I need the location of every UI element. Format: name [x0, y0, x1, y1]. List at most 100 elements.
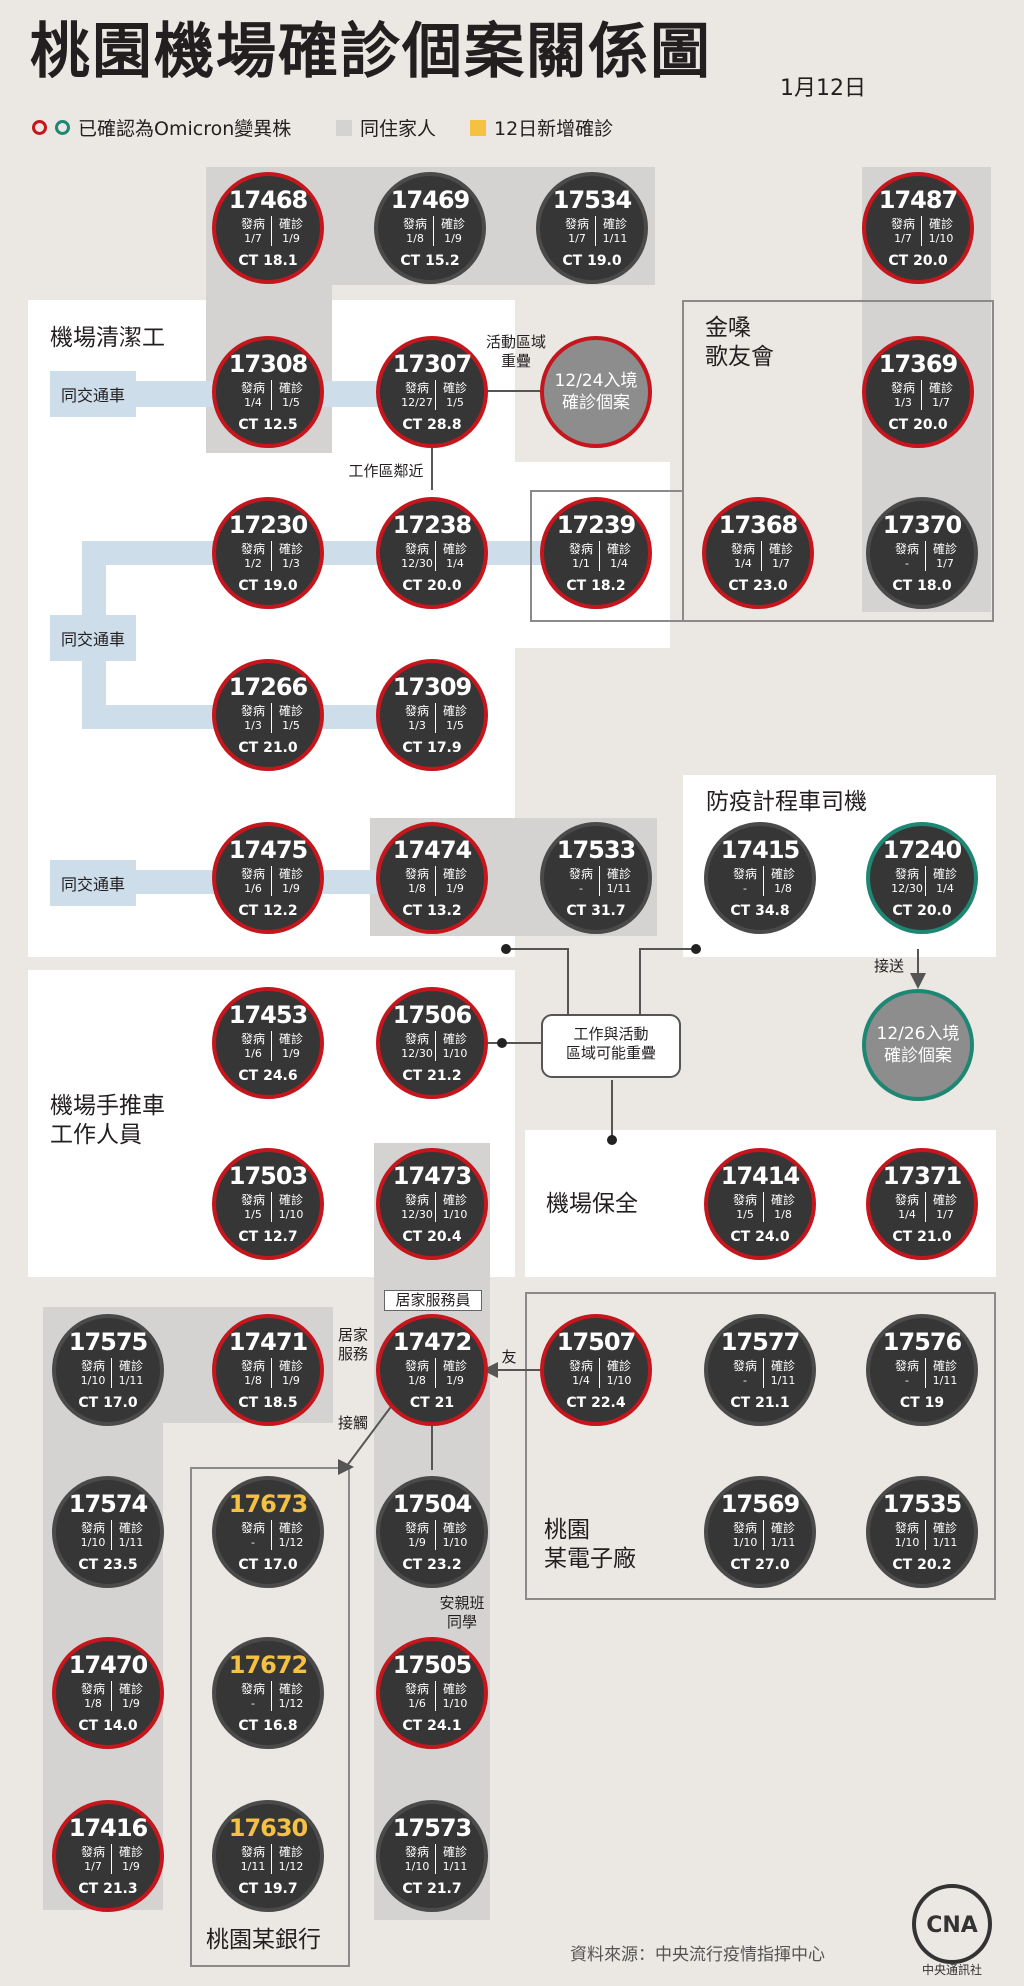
confirm-label: 確診 [442, 867, 467, 881]
ct-value: CT 12.5 [238, 417, 298, 433]
annotation-home-service: 居家 服務 [337, 1326, 368, 1363]
confirm-date: 1/9 [282, 232, 300, 245]
legend-omicron: 已確認為Omicron變異株 [32, 114, 291, 141]
onset-label: 發病 [404, 1521, 429, 1535]
onset-date: 12/27 [401, 396, 433, 409]
case-id: 17574 [68, 1490, 149, 1518]
divider [271, 1358, 272, 1388]
confirm-label: 確診 [118, 1359, 143, 1373]
onset-date: 12/30 [401, 1208, 433, 1221]
case-id: 17672 [228, 1651, 309, 1679]
confirm-date: 1/11 [932, 1374, 958, 1387]
confirm-date: 1/9 [446, 1374, 464, 1387]
case-id: 17535 [882, 1490, 963, 1518]
ct-value: CT 21.3 [78, 1881, 138, 1897]
confirm-date: 1/4 [936, 882, 954, 895]
divider [435, 1520, 436, 1550]
divider [435, 1031, 436, 1061]
ct-value: CT 12.2 [238, 903, 298, 919]
onset-date: 1/3 [244, 719, 262, 732]
confirm-label: 確診 [440, 217, 465, 231]
ct-value: CT 12.7 [238, 1229, 298, 1245]
confirm-date: 1/4 [610, 557, 628, 570]
divider [271, 703, 272, 733]
ct-value: CT 21.1 [730, 1395, 790, 1411]
confirm-label: 確診 [932, 1359, 957, 1373]
case-id: 17576 [882, 1328, 963, 1356]
onset-label: 發病 [404, 542, 429, 556]
ct-value: CT 24.0 [730, 1229, 790, 1245]
onset-label: 發病 [240, 704, 265, 718]
singing-frame-ext [530, 490, 682, 622]
ct-value: CT 21.0 [238, 740, 298, 756]
case-id: 17470 [68, 1651, 149, 1679]
onset-date: 1/4 [734, 557, 752, 570]
annotation-possible-overlap: 工作與活動 區域可能重疊 [565, 1025, 656, 1062]
ct-value: CT 27.0 [730, 1557, 790, 1573]
confirm-label: 確診 [770, 1521, 795, 1535]
confirm-date: 1/11 [932, 1536, 958, 1549]
divider [435, 1358, 436, 1388]
legend-new-case: 12日新增確診 [470, 114, 613, 141]
case-id: 17569 [720, 1490, 801, 1518]
annotation-pickup: 接送 [873, 957, 904, 975]
divider [435, 1681, 436, 1711]
divider [761, 541, 762, 571]
case-id: 17503 [228, 1162, 309, 1190]
case-id: 17371 [882, 1162, 963, 1190]
onset-label: 發病 [240, 1845, 265, 1859]
onset-label: 發病 [404, 381, 429, 395]
confirm-label: 確診 [278, 542, 303, 556]
logo-text: 中央通訊社 [922, 1962, 982, 1976]
divider [925, 1520, 926, 1550]
confirm-label: 確診 [278, 1521, 303, 1535]
ct-value: CT 19.0 [238, 578, 298, 594]
case-id: 17238 [392, 511, 473, 539]
ct-value: CT 17.9 [402, 740, 462, 756]
group-label-taxi: 防疫計程車司機 [706, 789, 867, 815]
page-date: 1月12日 [780, 76, 866, 101]
annotation-friend: 友 [501, 1348, 517, 1366]
confirm-date: 1/10 [442, 1208, 468, 1221]
legend-household: 同住家人 [336, 114, 436, 141]
onset-label: 發病 [568, 542, 593, 556]
confirm-label: 確診 [278, 867, 303, 881]
confirm-date: 1/10 [606, 1374, 632, 1387]
divider [925, 1358, 926, 1388]
ct-value: CT 23.0 [728, 578, 788, 594]
divider [595, 216, 596, 246]
onset-date: 1/2 [244, 557, 262, 570]
confirm-label: 確診 [442, 1193, 467, 1207]
ct-value: CT 17.0 [78, 1395, 138, 1411]
onset-date: 1/5 [736, 1208, 754, 1221]
onset-date: - [905, 557, 909, 570]
group-label-singing: 金嗓 歌友會 [705, 315, 774, 370]
onset-date: 1/10 [404, 1860, 430, 1873]
confirm-date: 1/7 [772, 557, 790, 570]
confirm-label: 確診 [928, 217, 953, 231]
onset-label: 發病 [404, 1032, 429, 1046]
divider [271, 541, 272, 571]
confirm-label: 確診 [768, 542, 793, 556]
singing-frame [682, 300, 994, 622]
divider [111, 1520, 112, 1550]
confirm-label: 確診 [770, 867, 795, 881]
imported-case-1226: 12/26入境 確診個案 [862, 989, 974, 1101]
confirm-date: 1/12 [278, 1697, 304, 1710]
ct-value: CT 18.2 [566, 578, 626, 594]
case-id: 17475 [228, 836, 309, 864]
ct-value: CT 19 [899, 1395, 945, 1411]
divider [763, 1358, 764, 1388]
